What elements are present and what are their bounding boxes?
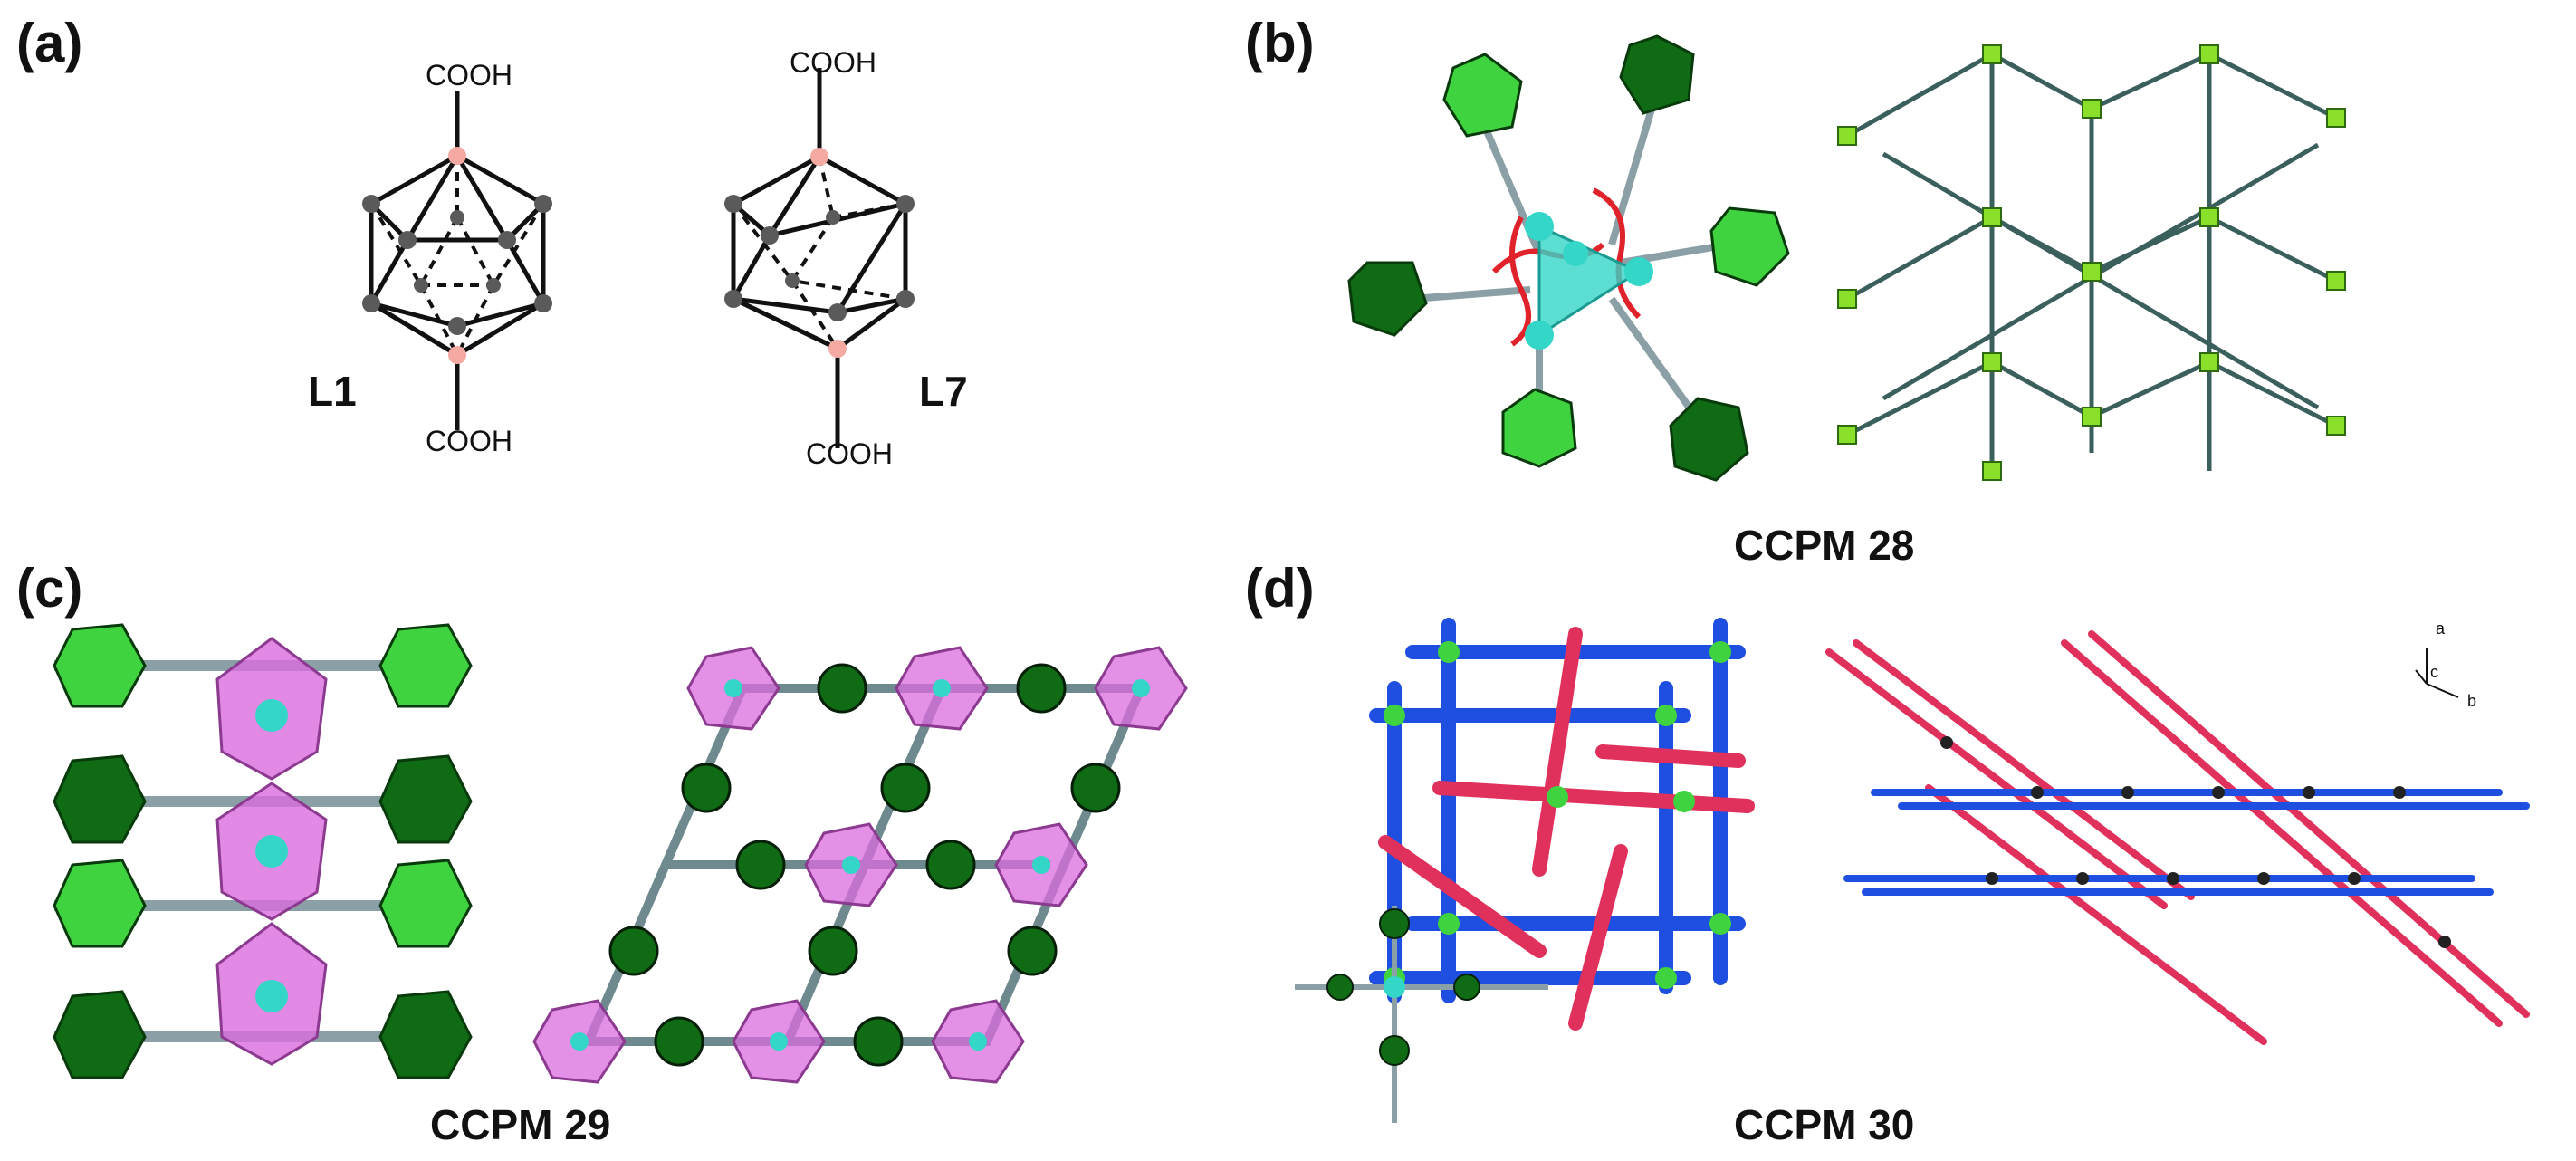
icosahedral-cluster-icon xyxy=(1326,908,1480,1066)
red-grid xyxy=(1378,627,1755,1031)
panel-b-caption: CCPM 28 xyxy=(1734,522,1914,569)
axis-triad xyxy=(2415,648,2459,698)
grid-node-icons xyxy=(1384,641,1731,989)
cooh-bottom-l7: COOH xyxy=(806,437,893,470)
cooh-bottom-l1: COOH xyxy=(426,425,512,457)
motif-fragment xyxy=(1295,906,1548,1123)
axis-a-label: a xyxy=(2436,619,2446,638)
cooh-top-l7: COOH xyxy=(790,46,876,79)
carborane-cage-icon xyxy=(362,91,552,430)
metal-cluster-node xyxy=(1412,89,1730,428)
axis-c-label: c xyxy=(2430,663,2438,681)
ligand-l1-label: L1 xyxy=(308,368,357,415)
icosahedral-cluster-icon xyxy=(1347,34,1790,482)
panel-c: (c) xyxy=(16,558,1188,1148)
panel-b-label: (b) xyxy=(1245,13,1315,73)
panel-d-label: (d) xyxy=(1245,558,1315,619)
panel-c-caption: CCPM 29 xyxy=(430,1101,610,1148)
icosahedral-cluster-icon xyxy=(53,623,473,1079)
panel-d: (d) xyxy=(1245,558,2530,1148)
rhombic-network xyxy=(532,646,1188,1084)
ligand-l7-label: L7 xyxy=(919,368,968,415)
axis-b-label: b xyxy=(2467,692,2476,710)
rod-chain xyxy=(53,623,473,1079)
network-node-icons xyxy=(1837,44,2346,481)
carborane-cage-icon xyxy=(724,68,915,448)
panel-b: (b) xyxy=(1245,13,2346,569)
panel-a-label: (a) xyxy=(16,13,82,73)
panel-d-caption: CCPM 30 xyxy=(1734,1101,1914,1148)
panel-c-label: (c) xyxy=(16,558,82,619)
cooh-top-l1: COOH xyxy=(426,59,512,91)
icosahedral-cluster-icon xyxy=(608,663,1121,1067)
panel-a: (a) xyxy=(16,13,968,470)
stacked-layers xyxy=(1825,630,2530,1045)
